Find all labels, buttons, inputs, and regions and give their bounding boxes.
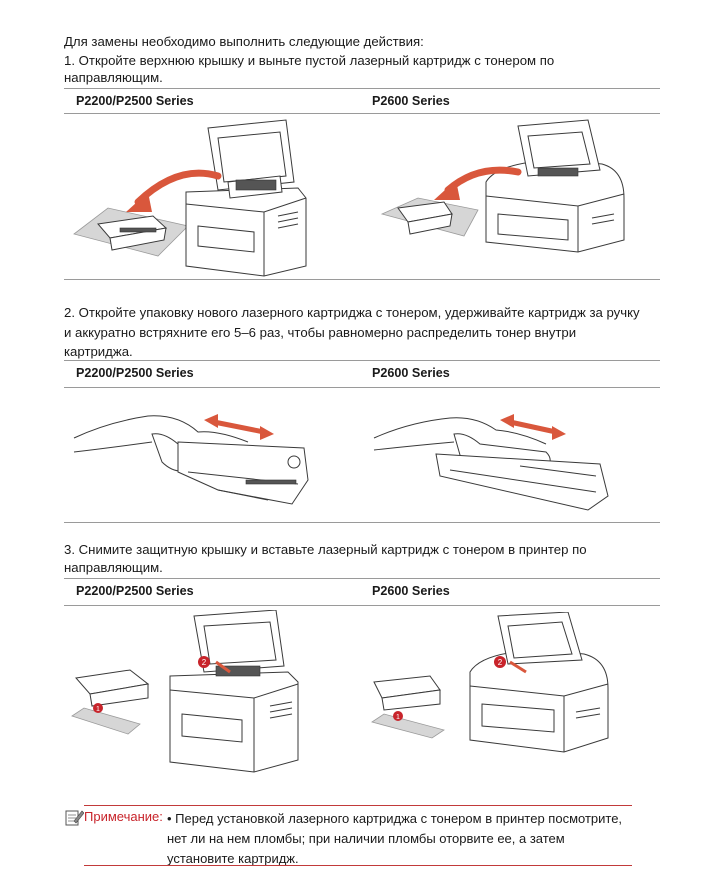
divider <box>64 113 660 114</box>
note-pencil-icon <box>65 810 84 826</box>
shake-cartridge-illustration-p2600 <box>373 414 609 511</box>
step-2-line-3: картриджа. <box>64 344 133 359</box>
note-text: • Перед установкой лазерного картриджа с… <box>167 809 637 869</box>
divider <box>64 360 660 361</box>
step-1-right-header: P2600 Series <box>372 94 450 108</box>
step-3-left-header: P2200/P2500 Series <box>76 584 194 598</box>
note-bottom-rule <box>84 865 632 866</box>
step-2-right-header: P2600 Series <box>372 366 450 380</box>
remove-cartridge-illustration-p2200 <box>73 119 307 277</box>
divider <box>64 522 660 523</box>
divider <box>64 387 660 388</box>
divider <box>64 605 660 606</box>
note-label: Примечание: <box>84 809 163 824</box>
note-line-3: установите картридж. <box>167 851 299 866</box>
remove-cartridge-illustration-p2600 <box>380 119 625 253</box>
divider <box>64 88 660 89</box>
step-1-left-header: P2200/P2500 Series <box>76 94 194 108</box>
callout-1: 1 <box>396 714 400 721</box>
step-1-line-2: направляющим. <box>64 70 163 85</box>
note-line-2: нет ли на нем пломбы; при наличии пломбы… <box>167 831 565 846</box>
callout-1: 1 <box>96 706 100 713</box>
step-3-line-2: направляющим. <box>64 560 163 575</box>
callout-2: 2 <box>498 658 503 667</box>
step-3-line-1: 3. Снимите защитную крышку и вставьте ла… <box>64 542 587 557</box>
note-line-1: • Перед установкой лазерного картриджа с… <box>167 811 623 826</box>
step-1-line-1: 1. Откройте верхнюю крышку и выньте пуст… <box>64 53 555 68</box>
step-3-right-header: P2600 Series <box>372 584 450 598</box>
note-top-rule <box>84 805 632 806</box>
step-2-line-2: и аккуратно встряхните его 5–6 раз, чтоб… <box>64 325 577 340</box>
divider <box>64 279 660 280</box>
insert-cartridge-illustration-p2200: 1 2 <box>71 610 299 773</box>
callout-2: 2 <box>202 658 207 667</box>
insert-cartridge-illustration-p2600: 1 2 <box>371 612 609 753</box>
divider <box>64 578 660 579</box>
intro-text: Для замены необходимо выполнить следующи… <box>64 34 424 49</box>
step-2-left-header: P2200/P2500 Series <box>76 366 194 380</box>
shake-cartridge-illustration-p2200 <box>73 414 309 505</box>
step-2-line-1: 2. Откройте упаковку нового лазерного ка… <box>64 305 640 320</box>
